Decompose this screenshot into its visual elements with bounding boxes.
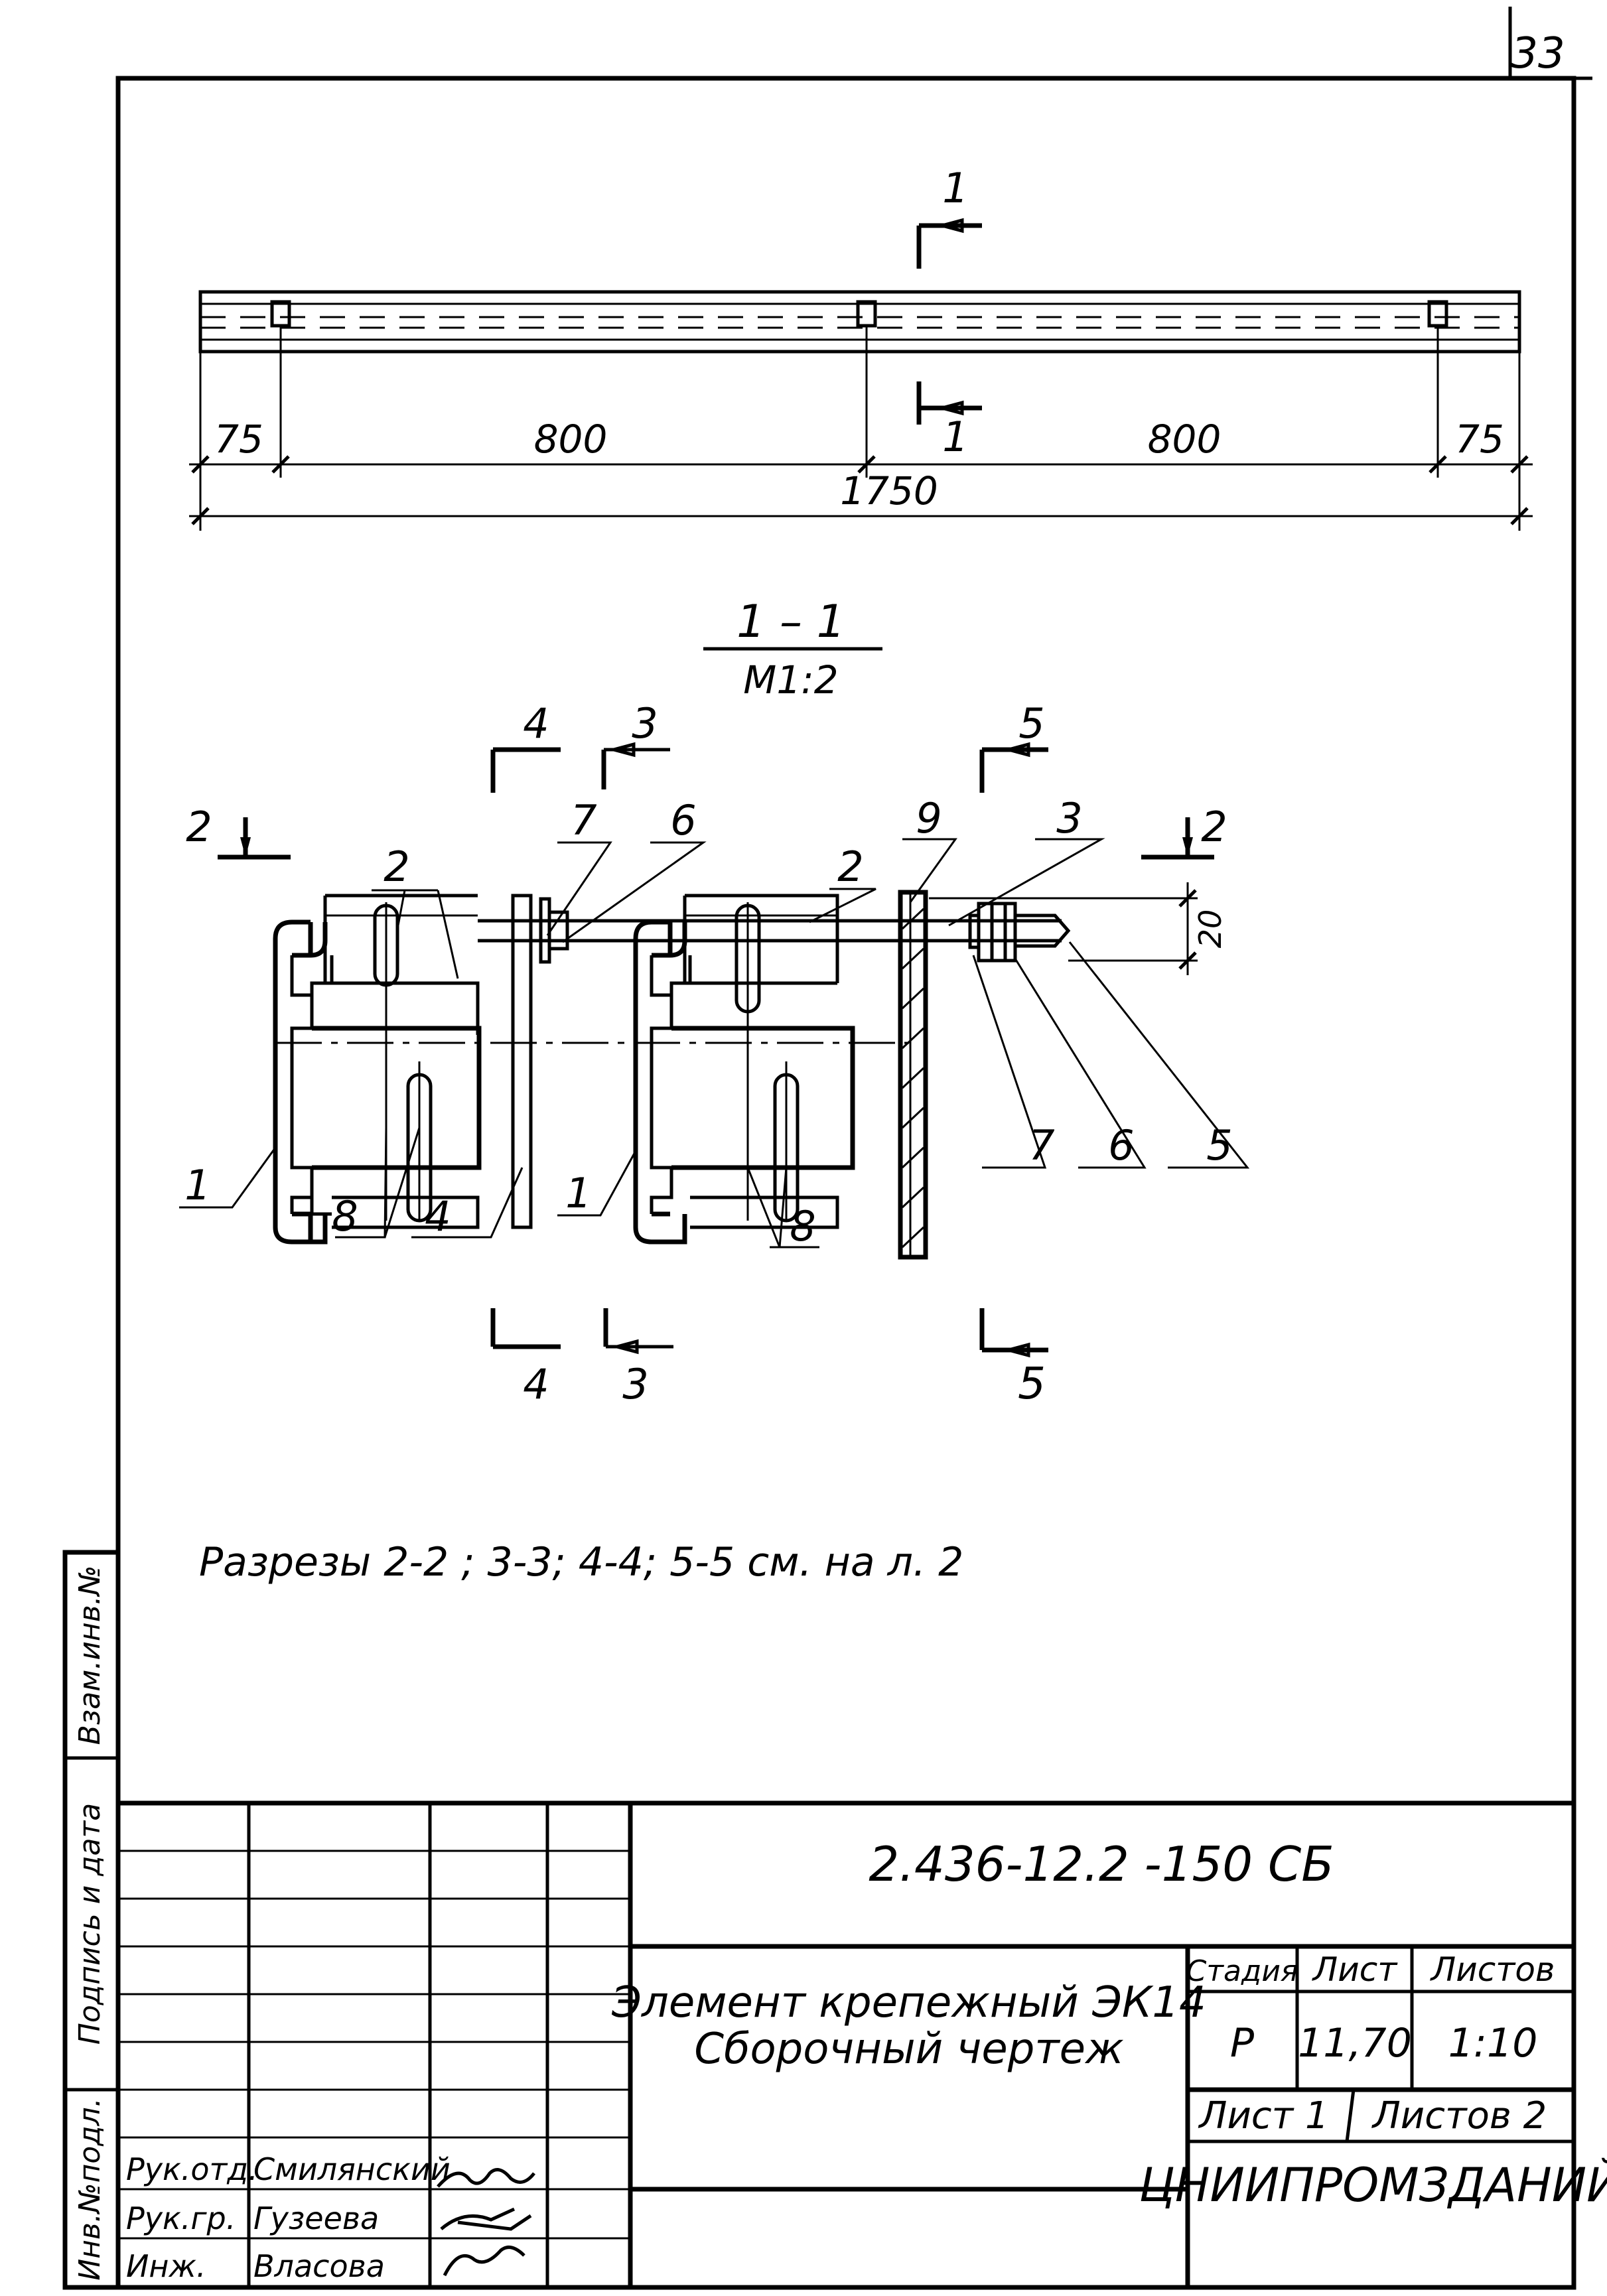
staff-role-3: Инж.	[126, 2248, 206, 2284]
leader-9	[902, 838, 957, 903]
plan-dim-800-left: 800	[534, 417, 608, 462]
plan-cut-label-bottom: 1	[942, 413, 968, 461]
callout-2a: 2	[384, 843, 409, 891]
callout-1a: 1	[184, 1161, 210, 1209]
leader-5	[1068, 941, 1250, 1169]
mass-value: 11,70	[1298, 2020, 1412, 2066]
leader-6b	[1014, 958, 1147, 1169]
leader-4	[411, 1167, 524, 1239]
leader-8b	[746, 1167, 819, 1249]
leader-2b	[809, 888, 876, 923]
callout-7a: 7	[571, 796, 596, 844]
leader-1a	[179, 1147, 277, 1209]
title-block	[118, 1800, 1574, 2287]
dim-20-label: 20	[1192, 910, 1228, 949]
callout-6a: 6	[670, 796, 696, 844]
plan-cut-label-top: 1	[942, 164, 968, 212]
plan-view	[189, 218, 1533, 531]
section-view	[179, 742, 1250, 1358]
staff-role-1: Рук.отд.	[126, 2151, 258, 2187]
plan-dim-75-right: 75	[1455, 417, 1504, 462]
cut-label-4-bottom: 4	[523, 1360, 549, 1408]
staff-name-1: Смилянский	[253, 2151, 451, 2187]
scale-value: 1:10	[1448, 2020, 1538, 2066]
doc-name-line2: Сборочный чертеж	[694, 2025, 1124, 2074]
side-stamp	[62, 1550, 121, 2290]
signature-1	[437, 2168, 535, 2188]
cut-label-5-bottom: 5	[1018, 1358, 1046, 1409]
staff-name-3: Власова	[253, 2248, 385, 2284]
sheet-info: Лист 1	[1198, 2094, 1328, 2137]
sheets-header: Листов	[1430, 1950, 1555, 1989]
sheet-header: Лист	[1312, 1950, 1399, 1989]
plan-dim-overall: 1750	[840, 468, 938, 513]
stage-value: Р	[1230, 2020, 1255, 2066]
callout-8b: 8	[790, 1202, 815, 1250]
side-stamp-inv-podl: Инв.№подл.	[73, 2098, 107, 2281]
callout-8a: 8	[332, 1192, 358, 1241]
organization: ЦНИИПРОМЗДАНИЙ	[1139, 2158, 1607, 2212]
staff-name-2: Гузеева	[253, 2200, 379, 2236]
cut-label-3-bottom: 3	[622, 1360, 648, 1408]
cut-label-4-top: 4	[523, 699, 549, 748]
leader-8a	[335, 1127, 421, 1239]
leader-7a	[546, 841, 612, 936]
callout-9: 9	[916, 794, 942, 843]
callout-2b: 2	[837, 843, 863, 891]
stage-header: Стадия	[1186, 1954, 1298, 1988]
callout-4: 4	[425, 1192, 451, 1241]
sheets-info: Листов 2	[1371, 2094, 1547, 2137]
callout-5: 5	[1206, 1121, 1232, 1170]
cut-label-3-top: 3	[632, 699, 658, 748]
plan-dim-800-right: 800	[1148, 417, 1222, 462]
signature-2	[440, 2207, 532, 2231]
side-stamp-vzam: Взам.инв.№	[73, 1566, 107, 1745]
callout-1b: 1	[565, 1169, 591, 1217]
callout-7b: 7	[1028, 1121, 1054, 1170]
callout-6b: 6	[1108, 1121, 1134, 1170]
plan-dim-75-left: 75	[214, 417, 263, 462]
leader-1b	[557, 1150, 637, 1217]
leader-6a	[562, 841, 707, 943]
staff-role-2: Рук.гр.	[126, 2200, 236, 2236]
leader-2a	[372, 889, 459, 979]
cut-label-5-top: 5	[1018, 699, 1044, 748]
cut-label-2-right: 2	[1201, 803, 1227, 851]
sections-note: Разрезы 2-2 ; 3-3; 4-4; 5-5 см. на л. 2	[199, 1539, 963, 1586]
page-number: 33	[1511, 29, 1565, 78]
side-stamp-podpis: Подпись и дата	[73, 1803, 107, 2045]
callout-3: 3	[1056, 794, 1082, 843]
doc-name-line1: Элемент крепежный ЭК14	[611, 1978, 1206, 2027]
section-scale: М1:2	[743, 657, 838, 703]
doc-code: 2.436-12.2 -150 СБ	[869, 1836, 1334, 1892]
signature-3	[443, 2246, 525, 2277]
cut-label-2-left: 2	[186, 803, 212, 851]
section-title: 1 – 1	[736, 596, 845, 648]
leader-7b	[972, 955, 1047, 1169]
leader-3	[948, 838, 1105, 927]
